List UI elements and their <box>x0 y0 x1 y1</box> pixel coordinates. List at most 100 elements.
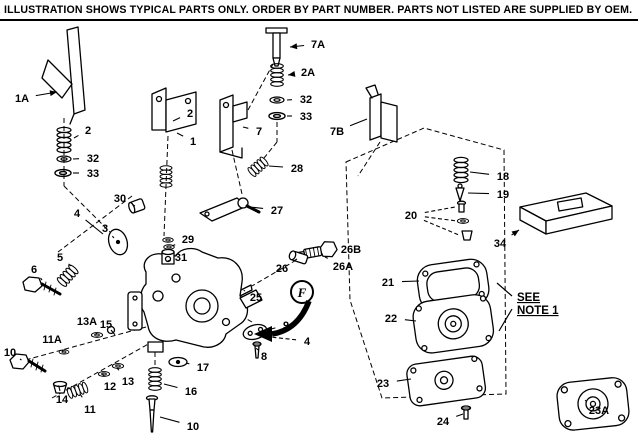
callout-label: 1A <box>15 93 29 105</box>
leader-line <box>132 204 136 207</box>
part-plug-30 <box>128 198 146 214</box>
leader-line <box>79 393 83 398</box>
callout-label: 18 <box>497 171 509 183</box>
leader-line <box>349 118 368 127</box>
leader-line <box>40 277 43 281</box>
part-diaphragm-22 <box>412 294 495 354</box>
callout-label: 23A <box>589 405 609 417</box>
leader-line <box>111 235 115 239</box>
part-lever-kit-20 <box>456 200 473 241</box>
part-spring-11 <box>65 381 90 400</box>
callout-label: 11 <box>84 404 96 416</box>
part-spring-28 <box>246 155 270 179</box>
callout-label: 2 <box>187 108 193 120</box>
leader-line <box>396 378 412 382</box>
part-spring-2-left <box>56 126 72 154</box>
callout-label: 21 <box>382 277 394 289</box>
leader-line <box>249 206 264 210</box>
part-bracket-7B <box>365 84 398 143</box>
leader-line <box>68 263 72 267</box>
callout-label: 23 <box>377 378 389 390</box>
part-valve-26B-26A <box>295 241 338 259</box>
part-cup-14 <box>52 380 68 394</box>
callout-label: 2 <box>85 125 91 137</box>
leader-line <box>159 416 180 423</box>
callout-label: 9 <box>283 320 289 332</box>
part-screw-6 <box>22 276 62 296</box>
callout-label: 4 <box>304 336 311 348</box>
part-needle-screw-10-bottom <box>145 395 159 433</box>
callout-label: 29 <box>182 234 194 246</box>
leader-line <box>19 358 22 361</box>
leader-line <box>73 134 79 139</box>
leader-line <box>185 362 190 365</box>
callout-label: 11A <box>42 334 62 346</box>
leader-line <box>324 256 329 259</box>
part-cover-23A <box>556 377 630 431</box>
part-choke-disc-3 <box>107 228 129 256</box>
part-washers-29 <box>162 237 175 250</box>
callout-label: 32 <box>87 153 99 165</box>
leader-line <box>268 165 284 168</box>
callout-label: 34 <box>494 238 507 250</box>
callout-label: 24 <box>437 416 450 428</box>
callout-label: 8 <box>261 351 267 363</box>
leader-line <box>584 399 587 402</box>
leader-line <box>116 367 120 371</box>
leader-line <box>58 385 61 392</box>
leader-line <box>423 219 460 236</box>
callout-label: 13 <box>122 376 134 388</box>
leader-line <box>456 413 464 417</box>
leader-arrowhead <box>288 70 296 77</box>
callout-label: 16 <box>185 386 197 398</box>
part-carburetor-body <box>127 247 263 353</box>
part-screw-8 <box>252 341 262 359</box>
leader-line <box>167 259 172 262</box>
part-washer-11A <box>58 349 70 355</box>
part-fitting-26 <box>288 250 309 265</box>
part-welch-plug-17 <box>168 356 188 368</box>
callout-label: 13A <box>77 316 97 328</box>
leader-line <box>293 258 298 262</box>
part-bracket-1 <box>151 87 197 133</box>
part-washer-13A <box>90 332 104 338</box>
part-screw-24 <box>460 405 472 420</box>
callout-label: 26B <box>341 244 361 256</box>
callout-label: 28 <box>291 163 303 175</box>
note-line-1: SEE <box>517 292 540 304</box>
leader-line <box>95 332 98 335</box>
callout-label: 26A <box>333 261 353 273</box>
leader-line <box>243 289 246 292</box>
leader-line <box>176 132 184 137</box>
callout-label: 4 <box>74 208 81 220</box>
callout-label: 25 <box>250 292 262 304</box>
part-inlet-needle-19 <box>455 183 465 202</box>
callout-label: 17 <box>197 362 209 374</box>
part-screw-10-left <box>9 353 47 373</box>
leader-line <box>255 347 259 351</box>
part-washer-13 <box>111 363 125 369</box>
callout-label: 33 <box>300 111 312 123</box>
callout-label: 1 <box>190 136 196 148</box>
leader-line <box>424 206 456 214</box>
part-washer-33-center <box>268 111 286 121</box>
leader-line <box>467 192 490 195</box>
callout-label: 32 <box>300 94 312 106</box>
leader-line <box>171 244 176 247</box>
callout-label: 3 <box>102 223 108 235</box>
leader-line <box>172 117 181 122</box>
callout-label: 5 <box>57 252 63 264</box>
note-callout: SEE NOTE 1 <box>496 282 559 332</box>
leader-line <box>404 319 417 322</box>
callout-label: 7B <box>330 126 344 138</box>
part-bracket-7 <box>219 94 248 159</box>
detail-marker-label: F <box>297 285 307 300</box>
callout-label: 19 <box>497 189 509 201</box>
leader-line <box>61 349 64 352</box>
part-spring-18 <box>453 156 469 184</box>
leader-line <box>269 336 297 341</box>
leader-arrowhead <box>49 90 57 97</box>
